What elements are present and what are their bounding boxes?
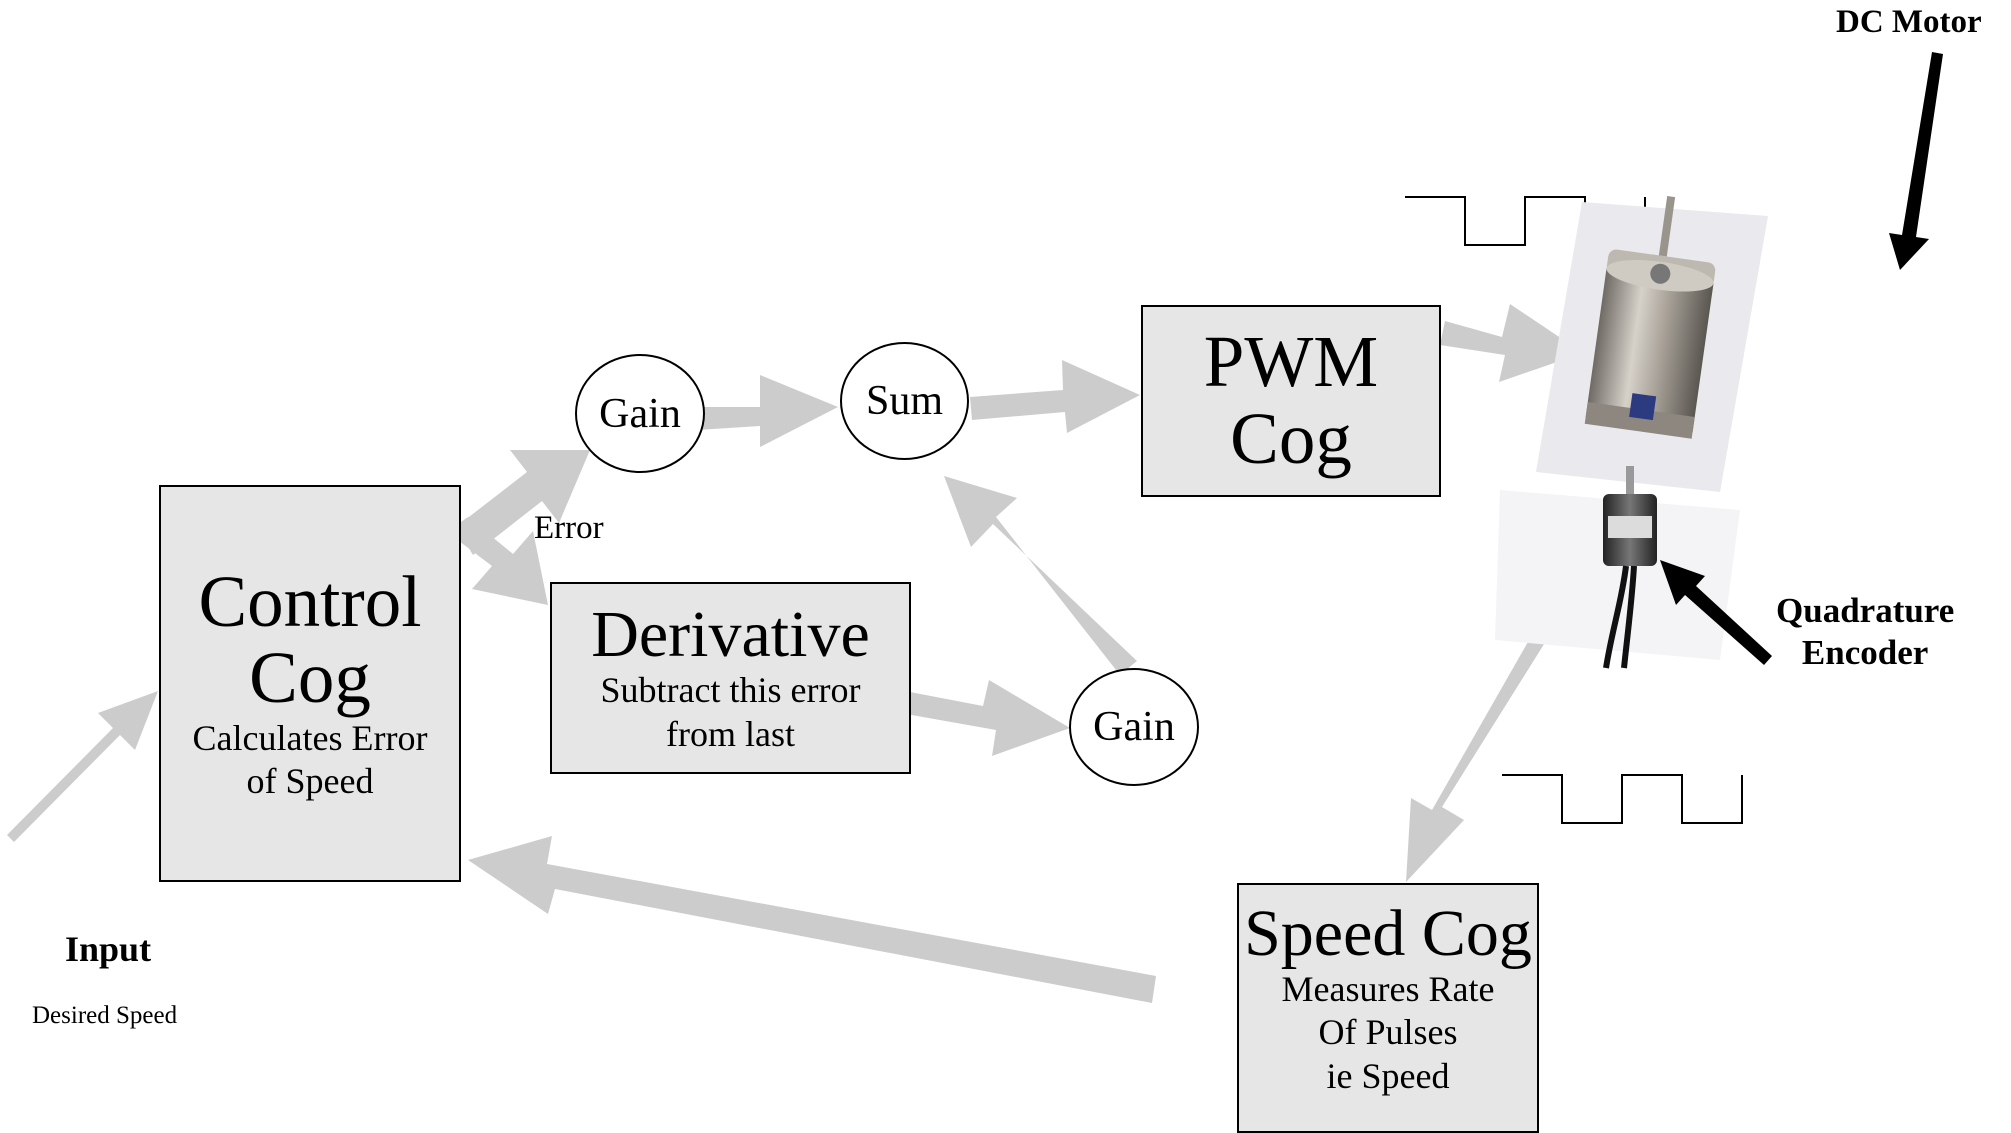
control-cog-box: Control Cog Calculates Error of Speed [159,485,461,882]
arrow-control-to-derivative [447,517,548,605]
desired-speed-label: Desired Speed [32,1002,178,1029]
control-cog-title-line1: Control [198,560,422,642]
gain-node-top: Gain [575,354,705,473]
arrow-pwm-to-motor [1440,304,1583,382]
derivative-desc-line2: from last [666,713,795,754]
speed-cog-title: Speed Cog [1244,897,1532,970]
quadrature-label-line1: Quadrature [1776,591,1955,630]
quadrature-encoder-photo [1495,466,1740,669]
encoder-pointer-arrow [1660,560,1772,665]
arrow-control-to-gain [456,450,590,555]
pwm-cog-title-line2: Cog [1230,398,1352,479]
encoder-square-wave [1502,774,1743,824]
control-cog-desc-line2: of Speed [246,761,374,802]
derivative-box: Derivative Subtract this error from last [550,582,911,774]
arrow-input-to-control [7,691,158,842]
dc-motor-pointer-arrow [1889,52,1943,270]
speed-cog-box: Speed Cog Measures Rate Of Pulses ie Spe… [1237,883,1539,1133]
pwm-cog-box: PWM Cog [1141,305,1441,497]
arrow-speed-to-control [468,836,1156,1003]
dc-motor-label: DC Motor [1836,4,1982,40]
derivative-desc-line1: Subtract this error [600,670,861,711]
input-label: Input [65,929,152,969]
arrow-gain-to-sum [695,375,838,447]
quadrature-encoder-label: Quadrature Encoder [1776,590,1954,674]
speed-cog-desc-line1: Measures Rate [1281,969,1495,1010]
dc-motor-photo [1536,195,1768,492]
arrow-gain-to-sum-feedback [944,476,1137,675]
derivative-title: Derivative [591,598,870,672]
quadrature-label-line2: Encoder [1801,633,1929,672]
pwm-cog-title-line1: PWM [1203,321,1379,403]
gain-node-bottom: Gain [1069,668,1199,786]
speed-cog-desc-line3: ie Speed [1326,1055,1450,1096]
arrow-derivative-to-gain [906,680,1070,756]
control-cog-desc-line1: Calculates Error [192,717,428,758]
control-cog-title-line2: Cog [249,637,371,719]
sum-node: Sum [840,342,969,460]
arrow-sum-to-pwm [970,360,1140,433]
speed-cog-desc-line2: Of Pulses [1318,1012,1458,1053]
error-label: Error [534,510,604,546]
